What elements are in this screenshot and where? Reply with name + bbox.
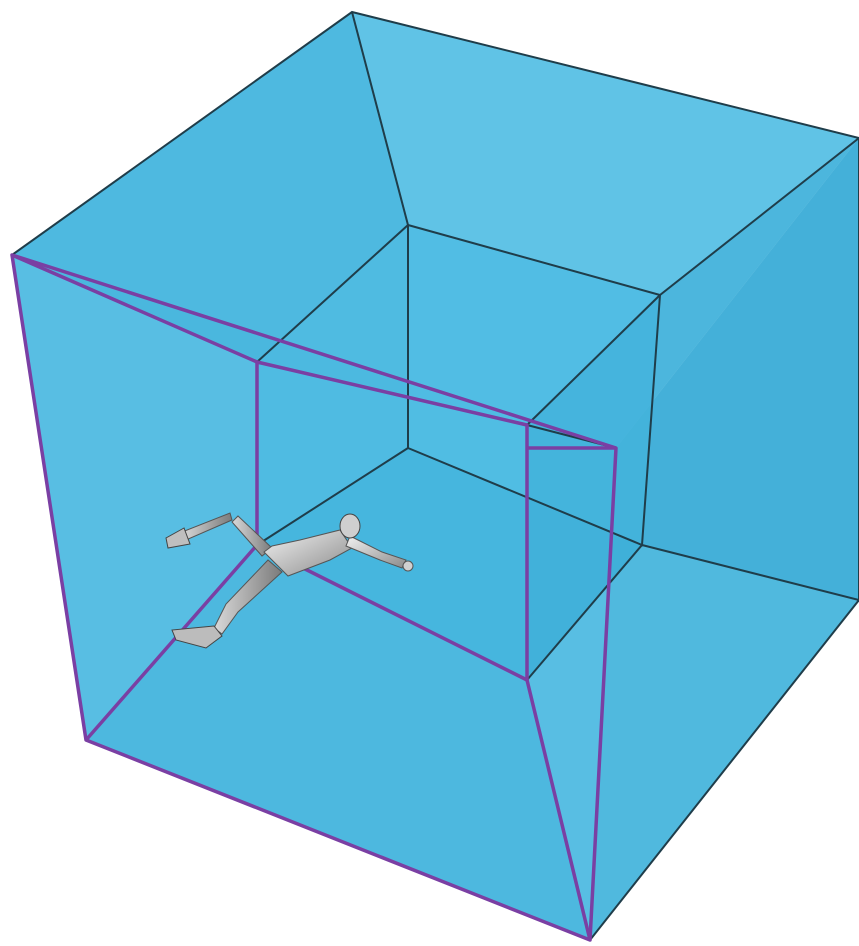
person-hand <box>403 561 413 571</box>
person-head <box>340 514 360 538</box>
